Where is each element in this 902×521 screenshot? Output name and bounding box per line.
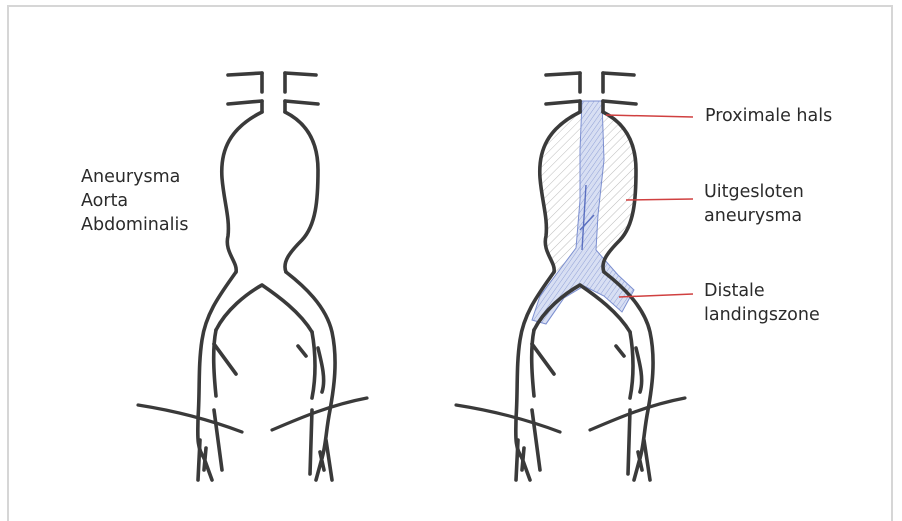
callout-distal-landing-zone-line-1: Distale <box>704 279 820 303</box>
leader-proximal <box>606 115 693 117</box>
callout-proximal-neck: Proximale hals <box>705 104 832 128</box>
aneurysm-label-line-3: Abdominalis <box>81 213 188 237</box>
aneurysm-label-line-1: Aneurysma <box>81 165 188 189</box>
callout-excluded-aneurysm-line-2: aneurysma <box>704 204 804 228</box>
aneurysm-label: Aneurysma Aorta Abdominalis <box>81 165 188 237</box>
callout-excluded-aneurysm: Uitgesloten aneurysma <box>704 180 804 228</box>
callout-proximal-neck-line-1: Proximale hals <box>705 104 832 128</box>
aaa-vessel-left <box>138 73 367 480</box>
evar-vessel-right <box>456 73 685 480</box>
callout-distal-landing-zone: Distale landingszone <box>704 279 820 327</box>
callout-distal-landing-zone-line-2: landingszone <box>704 303 820 327</box>
callout-excluded-aneurysm-line-1: Uitgesloten <box>704 180 804 204</box>
leader-aneurysm <box>626 199 693 200</box>
aneurysm-label-line-2: Aorta <box>81 189 188 213</box>
